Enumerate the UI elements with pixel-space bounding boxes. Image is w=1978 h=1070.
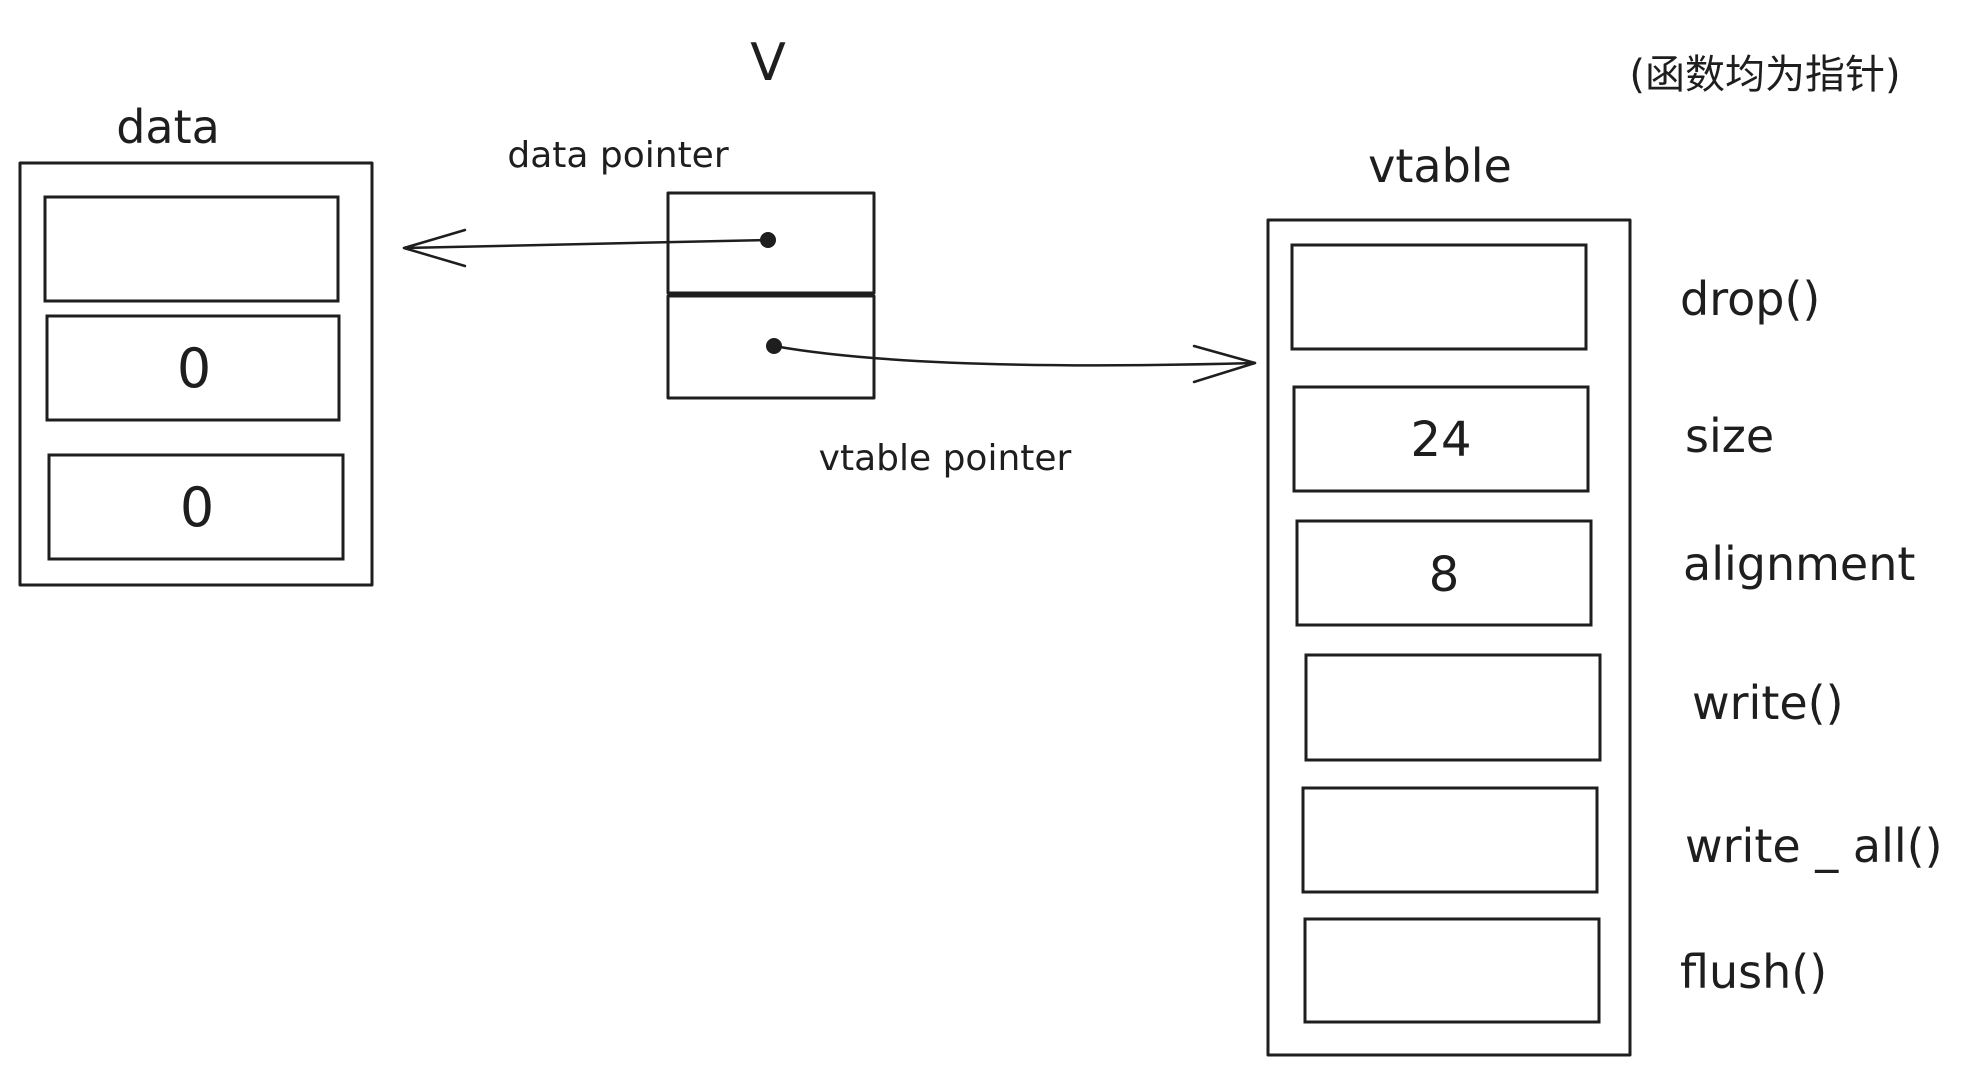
data-box: 0 0 [18, 161, 374, 587]
v-title: V [750, 33, 786, 93]
data-cell: 0 [45, 314, 341, 422]
vtable-box: drop() 24 size 8 alignment write() write… [1266, 218, 1943, 1057]
vtable-cell-value: 8 [1429, 547, 1460, 603]
vtable-row: write _ all() [1301, 786, 1943, 894]
data-cell-value: 0 [177, 337, 211, 400]
data-cell-value: 0 [180, 476, 214, 539]
fat-pointer-v [666, 191, 876, 400]
data-cell [43, 195, 340, 303]
vtable-row: 24 size [1292, 385, 1774, 493]
vtable-row: 8 alignment [1295, 519, 1915, 627]
vtable-row: drop() [1290, 243, 1820, 351]
vtable-field-label: drop() [1680, 272, 1820, 326]
vtable-field-label: write() [1692, 676, 1844, 730]
vtable-field-label: write _ all() [1685, 819, 1943, 873]
vtable-field-label: flush() [1680, 945, 1827, 999]
vtable-row: flush() [1303, 917, 1827, 1024]
vtable-pointer-arrow [772, 344, 1257, 384]
data-cell: 0 [47, 453, 345, 561]
vtable-title: vtable [1368, 139, 1512, 193]
vtable-field-label: size [1685, 409, 1774, 463]
vtable-box-frame [1266, 218, 1632, 1057]
data-title: data [116, 100, 220, 154]
vtable-pointer-label: vtable pointer [819, 438, 1072, 479]
data-pointer-arrow [402, 228, 770, 268]
data-box-frame [18, 161, 374, 587]
vtable-field-label: alignment [1683, 537, 1915, 591]
pointer-note: (函数均为指针) [1629, 52, 1900, 98]
vtable-row: write() [1304, 653, 1844, 762]
vtable-pointer-slot [666, 294, 876, 400]
data-pointer-label: data pointer [507, 135, 728, 176]
vtable-cell-value: 24 [1410, 412, 1471, 468]
